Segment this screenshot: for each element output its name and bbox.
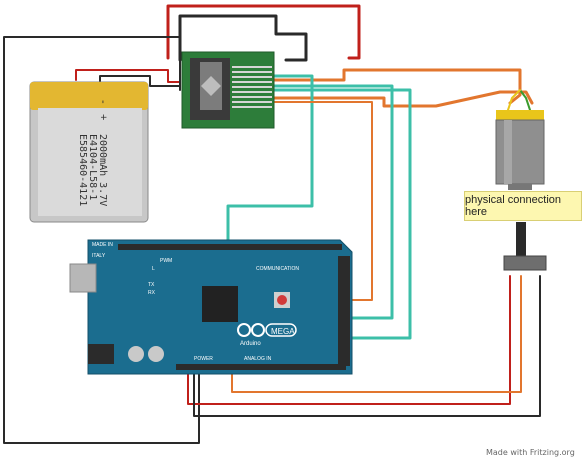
credit-text: Made with Fritzing.org: [486, 448, 575, 457]
dc-motor: [495, 110, 545, 190]
annotation-note: physical connection here: [464, 191, 582, 221]
battery-red-lead: [75, 69, 181, 83]
label-tx: TX: [148, 282, 155, 288]
fritzing-credit: Made with Fritzing.org: [486, 448, 575, 457]
teal-wire-2: [272, 84, 394, 320]
arduino-made-in: MADE IN: [92, 242, 113, 248]
orange-wire-driver-motor-1: [272, 68, 522, 105]
black-wire-driver-top: [178, 14, 308, 62]
battery-black-lead: [99, 75, 181, 87]
arduino-model: MEGA: [271, 327, 295, 336]
arduino-country: ITALY: [92, 253, 106, 259]
reset-button: [277, 295, 287, 305]
battery-plus: +: [97, 114, 109, 120]
lipo-battery: + - E585460-4121 E4104-L58-1 2000mAh 3.7…: [29, 81, 149, 223]
battery-line1: E585460-4121: [77, 134, 88, 206]
power-jack: [88, 344, 114, 364]
pot-black-wire: [193, 275, 541, 417]
black-wire-left-gnd: [3, 36, 200, 444]
label-pwm: PWM: [160, 258, 172, 264]
arduino-brand: Arduino: [240, 341, 261, 347]
arduino-mega-board: MEGA Arduino MADE IN ITALY COMMUNICATION…: [69, 239, 353, 375]
annotation-text: physical connection here: [465, 194, 562, 218]
motor-lead-green: [519, 89, 531, 111]
usb-port: [69, 263, 97, 293]
teal-wire-1: [226, 74, 314, 248]
motor-driver-board: [181, 51, 275, 129]
label-communication: COMMUNICATION: [256, 266, 299, 272]
battery-minus: -: [97, 100, 109, 104]
label-l: L: [152, 266, 155, 272]
wires: [3, 4, 541, 444]
battery-line2: E4104-L58-1: [87, 134, 98, 200]
teal-wire-3: [272, 88, 412, 340]
orange-wire-driver-right: [273, 101, 373, 301]
mcu-chip: [202, 286, 238, 322]
motor-lead-yellow: [507, 89, 521, 111]
pot-orange-wire: [231, 275, 522, 393]
battery-line3: 2000mAh 3.7V: [97, 134, 108, 206]
orange-wire-driver-motor-2: [272, 90, 534, 108]
potentiometer: [503, 222, 547, 271]
label-analog-in: ANALOG IN: [244, 356, 272, 362]
label-power: POWER: [194, 356, 213, 362]
red-wire-driver-top: [166, 4, 361, 60]
label-rx: RX: [148, 290, 156, 296]
pot-red-wire: [187, 275, 511, 405]
